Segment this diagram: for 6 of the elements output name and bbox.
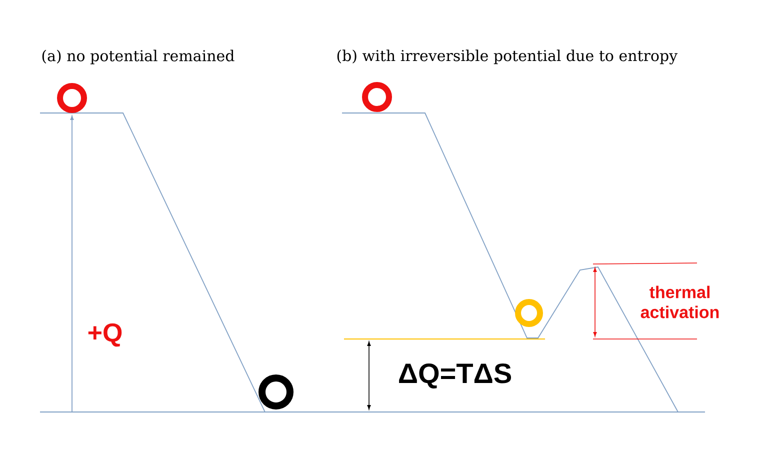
ring [362,82,392,112]
ring [515,299,543,327]
ring [258,374,294,410]
formula-text: +Q [88,323,122,347]
ring [57,83,87,113]
annotation-text: thermal activation [640,286,719,318]
